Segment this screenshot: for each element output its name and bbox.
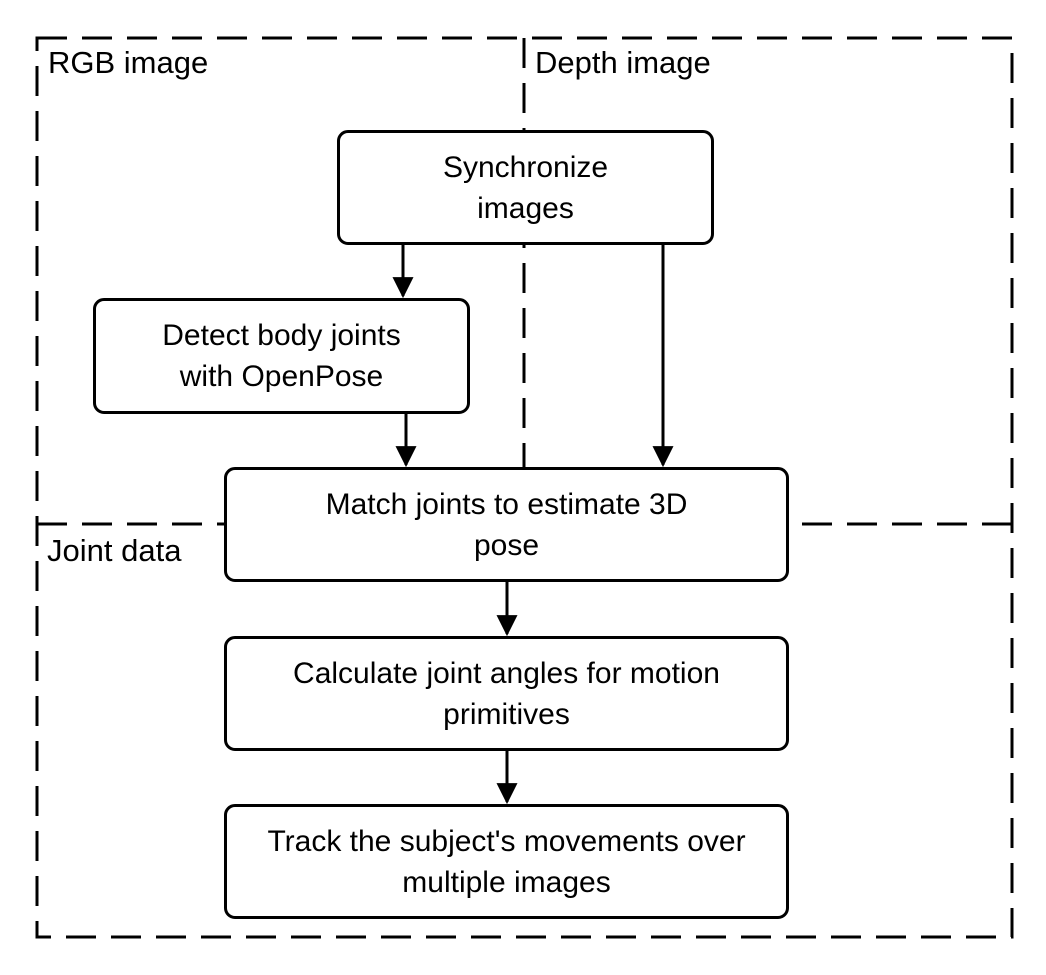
node-synchronize-label: Synchronize images <box>442 150 609 225</box>
node-detect: Detect body joints with OpenPose <box>93 298 470 414</box>
edges <box>392 243 674 805</box>
node-track-label: Track the subject's movements over multi… <box>267 824 746 899</box>
node-match: Match joints to estimate 3D pose <box>224 467 789 582</box>
region-label-depth: Depth image <box>535 45 711 80</box>
node-calculate-label: Calculate joint angles for motion primit… <box>293 656 720 731</box>
node-match-label: Match joints to estimate 3D pose <box>325 487 688 562</box>
node-detect-label: Detect body joints with OpenPose <box>162 319 401 393</box>
region-outlines <box>35 36 1014 939</box>
outer-dashed-border <box>35 36 1014 939</box>
node-synchronize: Synchronize images <box>337 130 714 245</box>
node-track: Track the subject's movements over multi… <box>224 804 789 919</box>
region-label-rgb: RGB image <box>48 45 209 80</box>
node-calculate: Calculate joint angles for motion primit… <box>224 636 789 751</box>
region-label-joint: Joint data <box>47 533 182 568</box>
